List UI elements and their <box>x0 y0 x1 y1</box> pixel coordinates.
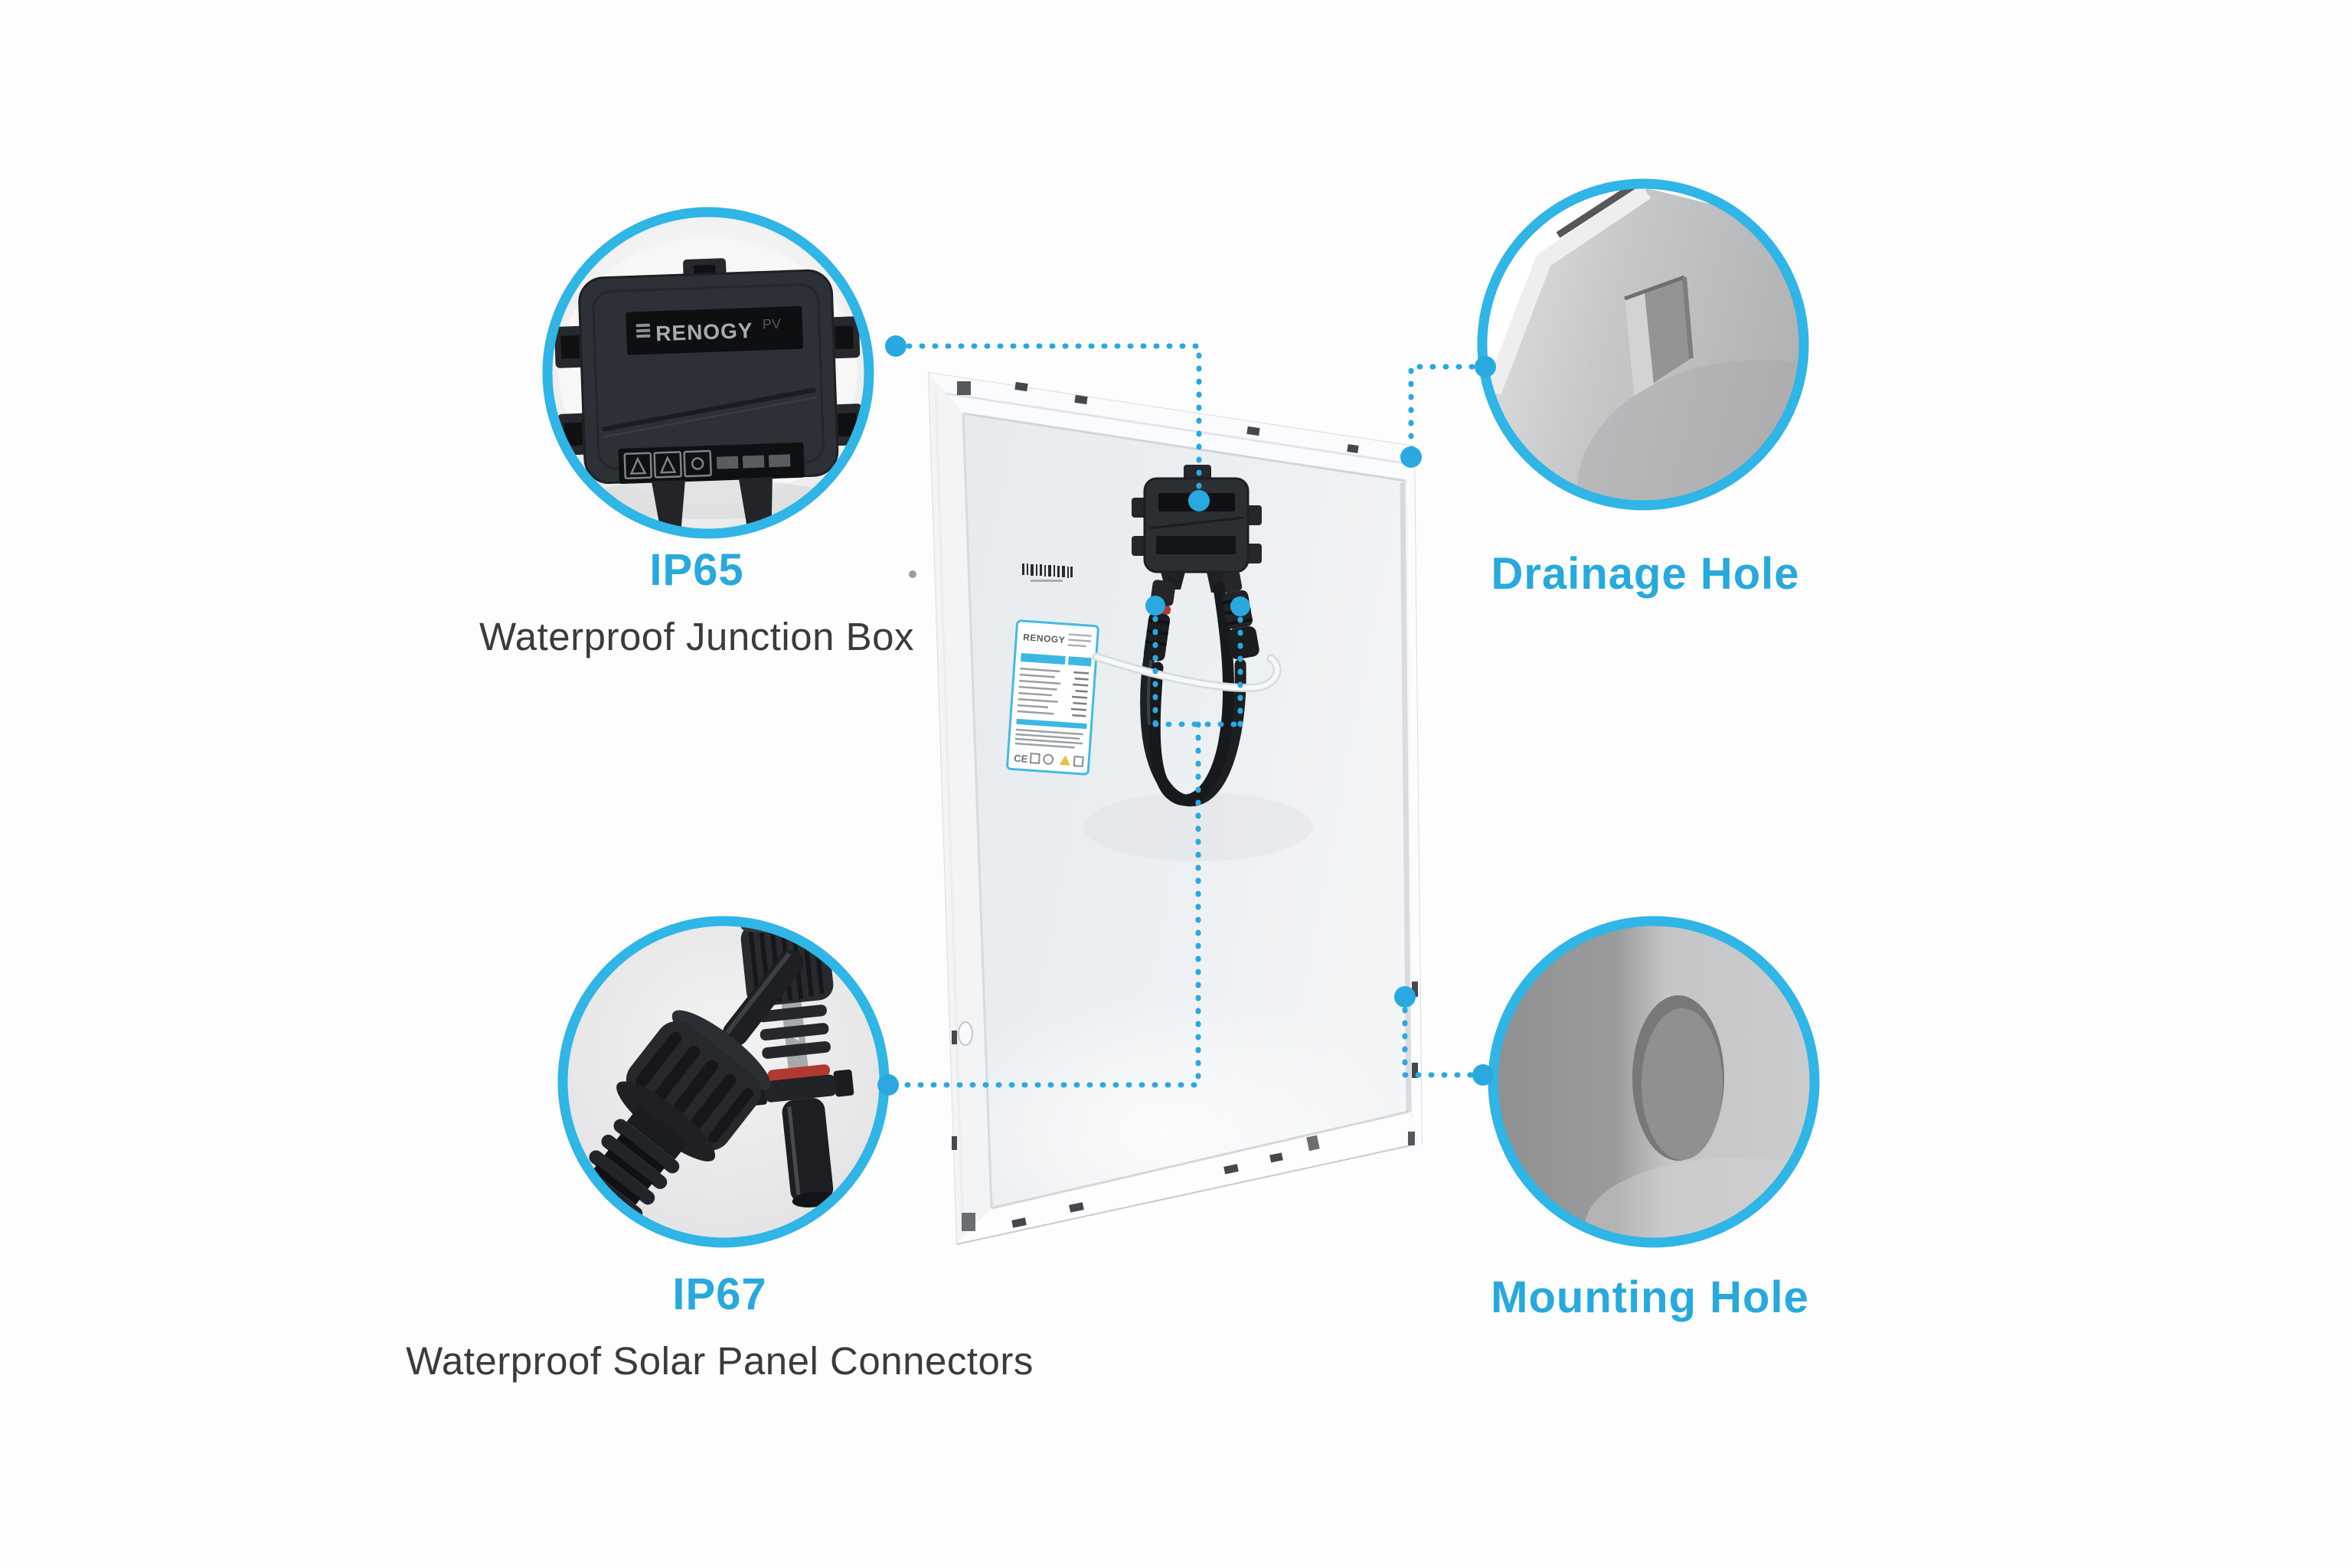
warning-triangle-icon <box>1059 755 1070 766</box>
solar-panel-illustration: RENOGY CE <box>909 371 1423 1279</box>
leader-line-dots <box>877 335 1496 1096</box>
panel-frame-left-face <box>929 373 991 1244</box>
leader-drainage-hole <box>1408 364 1488 460</box>
leader-mounting-hole <box>1402 994 1486 1078</box>
frame-left-chamfer <box>934 390 965 1235</box>
frame-edge-sliver <box>1556 188 1648 238</box>
drainage-hole-illustration <box>1624 275 1694 396</box>
spec-label-brand: RENOGY <box>1023 632 1066 645</box>
callout-title-ip67: IP67 <box>672 1269 767 1319</box>
callout-leader-lines <box>885 343 1488 1088</box>
red-oring <box>767 1064 831 1082</box>
mounting-hole-illustration <box>1632 995 1724 1161</box>
leader-junction-box <box>893 343 1202 504</box>
mc4-connectors-photo-circle <box>557 916 890 1248</box>
barcode <box>1022 564 1073 582</box>
callout-label-junction-box: IP65 Waterproof Junction Box <box>479 545 914 660</box>
frame-clips <box>909 381 1418 1231</box>
frame-top-inner-edge <box>962 412 1406 482</box>
panel-frame-right-face <box>1407 446 1422 1148</box>
callout-label-connectors: IP67 Waterproof Solar Panel Connectors <box>406 1269 1034 1384</box>
callout-circle-border <box>542 207 874 539</box>
frame-left-inner-edge <box>962 413 993 1209</box>
ce-mark: CE <box>1014 753 1028 765</box>
frame-top-step-line <box>935 390 1411 466</box>
callout-title-ip65: IP65 <box>649 545 744 595</box>
callout-title-drainage-hole: Drainage Hole <box>1491 549 1800 599</box>
callout-title-mounting-hole: Mounting Hole <box>1491 1272 1809 1322</box>
callout-subtitle-junction-box: Waterproof Junction Box <box>479 614 915 658</box>
junction-box-marking: PV <box>763 316 782 332</box>
junction-box-brand: RENOGY <box>655 318 753 345</box>
left-frame-mounting-hole <box>958 1021 973 1046</box>
junction-box-illustration: RENOGY PV <box>554 258 864 529</box>
frame-mounting-hole-photo-circle <box>1488 916 1820 1248</box>
callout-circle-border <box>1488 916 1820 1248</box>
spec-label: RENOGY CE <box>1006 619 1099 776</box>
frame-bottom-inner-edge <box>991 1110 1410 1210</box>
cable-tie <box>1094 655 1280 691</box>
leader-connectors <box>885 721 1201 1088</box>
callout-circle-border <box>1477 178 1809 511</box>
junction-box-photo-circle: RENOGY PV <box>542 207 874 539</box>
callout-subtitle-connectors: Waterproof Solar Panel Connectors <box>406 1338 1034 1383</box>
callout-label-mounting-hole: Mounting Hole <box>1491 1272 1809 1324</box>
frame-bottom-outer-edge <box>956 1142 1423 1245</box>
callout-label-drainage-hole: Drainage Hole <box>1491 549 1800 600</box>
